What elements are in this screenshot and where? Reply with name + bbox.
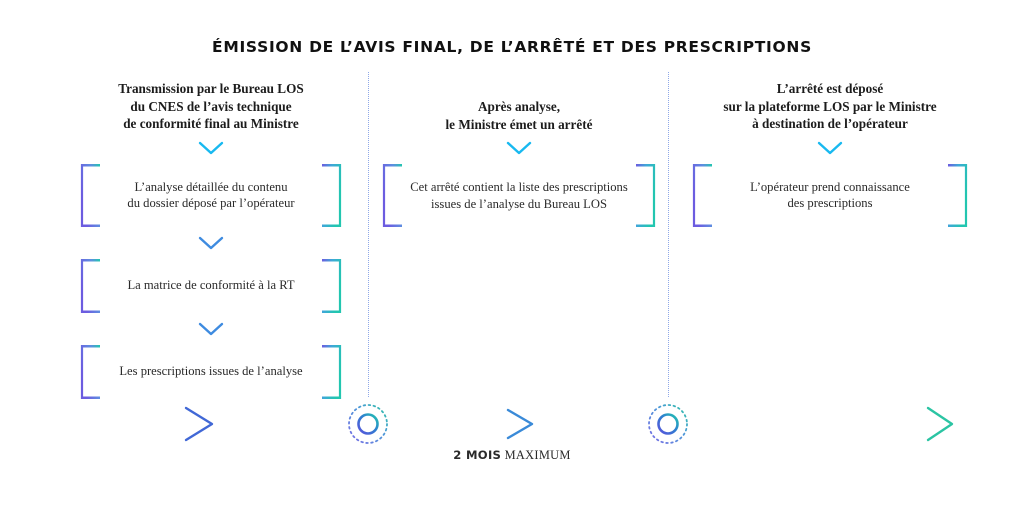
column-divider-2 [668,72,669,397]
chevron-down-icon-c1-1 [78,228,344,258]
page-title: ÉMISSION DE L’AVIS FINAL, DE L’ARRÊTÉ ET… [212,38,812,56]
bracket-box-c2-1: Cet arrêté contient la liste des prescri… [380,163,658,228]
bracket-text-c1-2: La matrice de conformité à la RT [127,278,295,293]
timeline-arrow-2 [506,408,534,440]
chevron-down-icon-c1-0 [78,133,344,163]
bracket-text-c2-1: Cet arrêté contient la liste des prescri… [410,180,628,211]
column-2: Après analyse,le Ministre émet un arrêté… [380,80,658,228]
timeline-node-2 [648,404,688,444]
bracket-box-c1-2: La matrice de conformité à la RT [78,258,344,314]
timeline-arrow-end [926,406,954,442]
timeline [0,392,1024,458]
timeline-caption-rest: MAXIMUM [501,448,571,462]
timeline-arrow-1 [184,406,214,442]
chevron-down-icon-c1-2 [78,314,344,344]
column-2-heading: Après analyse,le Ministre émet un arrêté [445,99,593,132]
chevron-down-icon-c3-0 [690,133,970,163]
column-divider-1 [368,72,369,397]
timeline-caption-bold: 2 MOIS [453,448,502,462]
timeline-node-1 [348,404,388,444]
timeline-caption: 2 MOIS MAXIMUM [0,448,1024,463]
bracket-text-c1-3: Les prescriptions issues de l’analyse [119,364,303,379]
chevron-down-icon-c2-0 [380,133,658,163]
